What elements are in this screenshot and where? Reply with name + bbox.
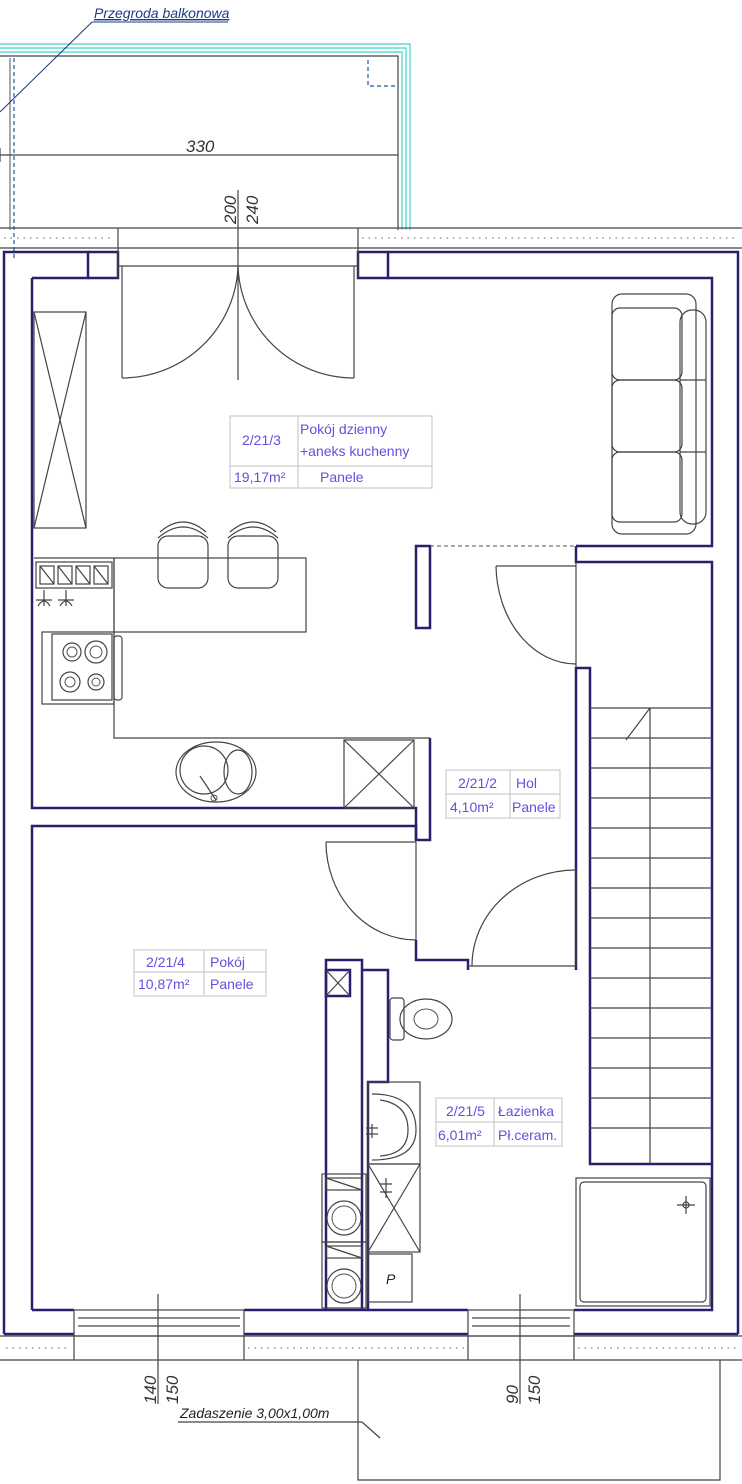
top-door-width: 200 <box>221 195 240 225</box>
balcony-width-dimension: 330 <box>186 137 215 156</box>
kitchen-cabinet <box>343 739 415 809</box>
shower <box>575 1177 711 1307</box>
balcony-partition-callout <box>0 21 228 113</box>
bedroom-walls <box>30 824 714 1312</box>
hall-door <box>495 565 577 665</box>
sofa <box>611 293 707 535</box>
hall-area: 4,10m² <box>450 799 494 815</box>
tall-cabinet <box>33 311 87 529</box>
bathroom-window <box>467 1294 575 1404</box>
bathroom-label <box>435 1097 563 1147</box>
kitchen-counter <box>34 557 430 739</box>
hall-walls <box>574 546 714 1166</box>
bathroom-sink <box>366 1081 421 1165</box>
canopy <box>178 1360 721 1481</box>
toilet <box>389 997 453 1041</box>
washer-label: P <box>386 1271 396 1287</box>
bathroom-name: Łazienka <box>498 1103 554 1119</box>
balcony <box>0 43 411 260</box>
hall-floor: Panele <box>512 799 556 815</box>
bedroom-name: Pokój <box>210 954 245 970</box>
bedroom-window-width: 140 <box>141 1375 160 1404</box>
bedroom-label <box>133 949 267 997</box>
living-room-floor: Panele <box>320 469 364 485</box>
living-room-name-2: +aneks kuchenny <box>300 443 409 459</box>
living-room-name-1: Pokój dzienny <box>300 421 387 437</box>
balcony-french-door <box>121 265 355 379</box>
bottom-wall <box>0 1332 742 1361</box>
hall-name: Hol <box>516 775 537 791</box>
bedroom-window <box>73 1294 245 1404</box>
bedroom-floor: Panele <box>210 976 254 992</box>
bathroom-window-width: 90 <box>503 1385 522 1404</box>
kitchen-island <box>113 521 307 633</box>
hall-id: 2/21/2 <box>458 775 497 791</box>
kitchen-sink <box>175 741 257 803</box>
top-wall <box>0 227 742 1334</box>
bedroom-window-height: 150 <box>163 1375 182 1404</box>
bedroom-door <box>325 841 417 941</box>
washer-box <box>367 1253 413 1303</box>
bathroom-floor: Pł.ceram. <box>498 1127 557 1143</box>
living-room-area: 19,17m² <box>234 469 286 485</box>
bathroom-id: 2/21/5 <box>446 1103 485 1119</box>
top-door-height: 240 <box>243 195 262 225</box>
staircase <box>590 707 712 1164</box>
canopy-label: Zadaszenie 3,00x1,00m <box>179 1405 330 1421</box>
bedroom-id: 2/21/4 <box>146 954 185 970</box>
bedroom-area: 10,87m² <box>138 976 190 992</box>
living-room-walls <box>30 276 714 842</box>
balcony-partition-label: Przegroda balkonowa <box>94 5 230 21</box>
stove <box>41 631 123 705</box>
living-room-id: 2/21/3 <box>242 432 281 448</box>
washing-machines <box>321 1173 367 1309</box>
bathroom-area: 6,01m² <box>438 1127 482 1143</box>
bathroom-door <box>471 869 577 967</box>
bathroom-window-height: 150 <box>525 1375 544 1404</box>
hall-label <box>445 769 561 819</box>
bathroom-cabinet <box>367 1163 421 1253</box>
living-room-label <box>229 415 433 489</box>
